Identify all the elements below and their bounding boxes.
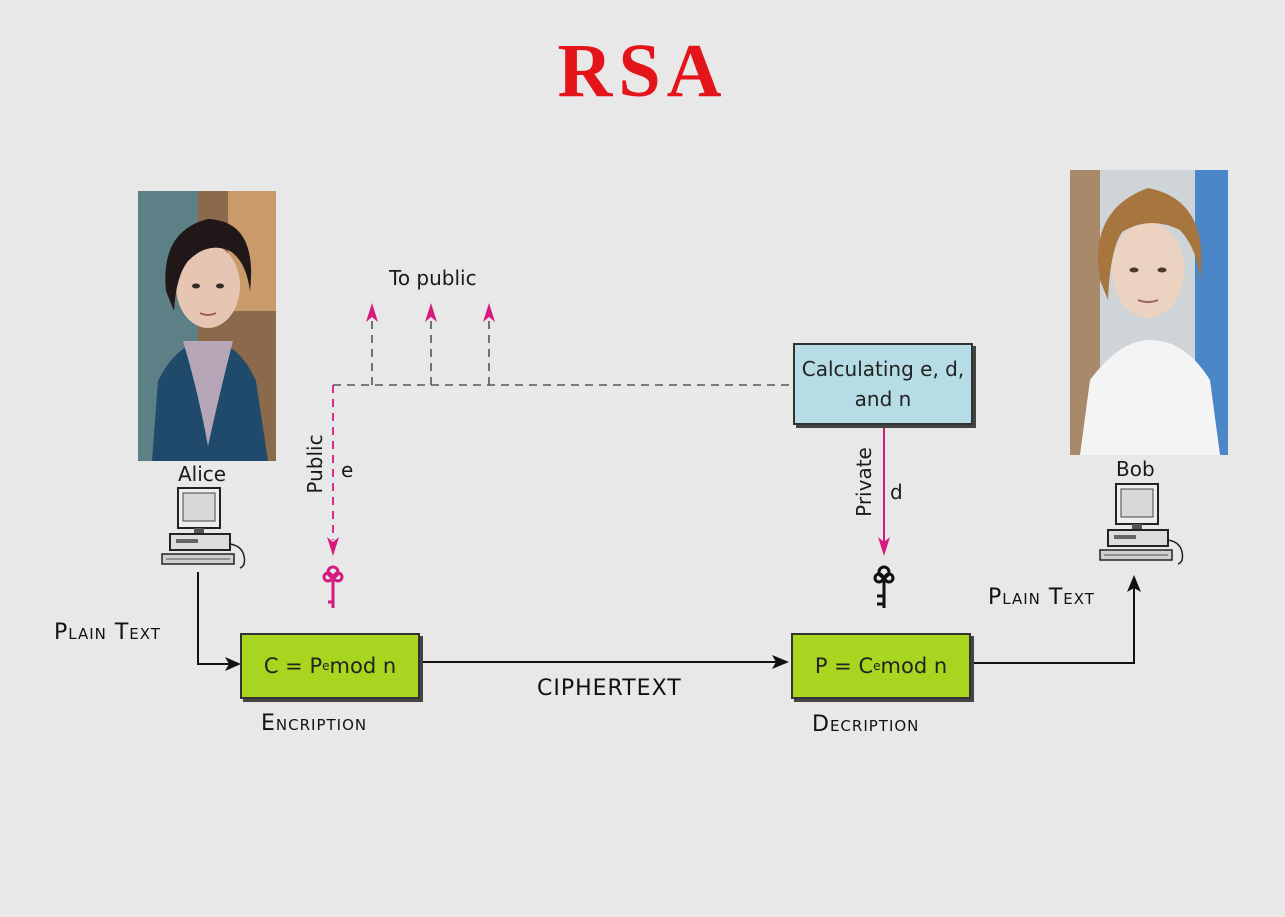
enc-formula-base: C = P (263, 654, 323, 678)
enc-formula-mod: mod n (329, 654, 397, 678)
ciphertext-arrowhead (772, 655, 789, 669)
dec-formula-exponent: e (873, 659, 881, 673)
to-public-arrowhead (366, 303, 378, 322)
enc-formula-exponent: e (322, 659, 330, 673)
to-public-arrowhead (483, 303, 495, 322)
public-label: Public (303, 434, 327, 494)
alice-name: Alice (178, 462, 227, 486)
to-public-arrowhead (425, 303, 437, 322)
decrypted-flow-line (971, 585, 1135, 664)
computer-icon (161, 487, 246, 569)
diagram-title: RSA (557, 29, 728, 113)
dec-formula-base: P = C (814, 654, 874, 678)
bob-name: Bob (1116, 457, 1155, 481)
private-label: Private (852, 447, 876, 517)
plain-text-right-label: Plain Text (988, 585, 1095, 610)
bob-photo (1070, 170, 1228, 455)
ciphertext-label: CIPHERTEXT (537, 676, 682, 701)
key-generation-box: Calculating e, d, and n (793, 343, 973, 425)
computer-icon (1099, 483, 1184, 565)
encryption-label: Encription (261, 711, 368, 736)
calc-line-2: and n (854, 387, 912, 411)
public-key-arrowhead (327, 537, 339, 556)
alice-photo (138, 191, 276, 461)
decrypted-arrowhead (1127, 575, 1141, 592)
private-key-symbol: d (890, 480, 903, 504)
dec-formula-mod: mod n (880, 654, 948, 678)
plaintext-arrowhead (225, 657, 241, 671)
plain-text-left-label: Plain Text (54, 620, 161, 645)
to-public-label: To public (389, 266, 477, 290)
key-icon (322, 565, 344, 608)
public-key-symbol: e (341, 458, 354, 482)
key-icon (873, 565, 895, 608)
plaintext-flow-line (197, 572, 234, 665)
calc-line-1: Calculating e, d, (801, 357, 965, 381)
private-key-arrowhead (878, 537, 890, 556)
decryption-label: Decription (812, 712, 920, 737)
